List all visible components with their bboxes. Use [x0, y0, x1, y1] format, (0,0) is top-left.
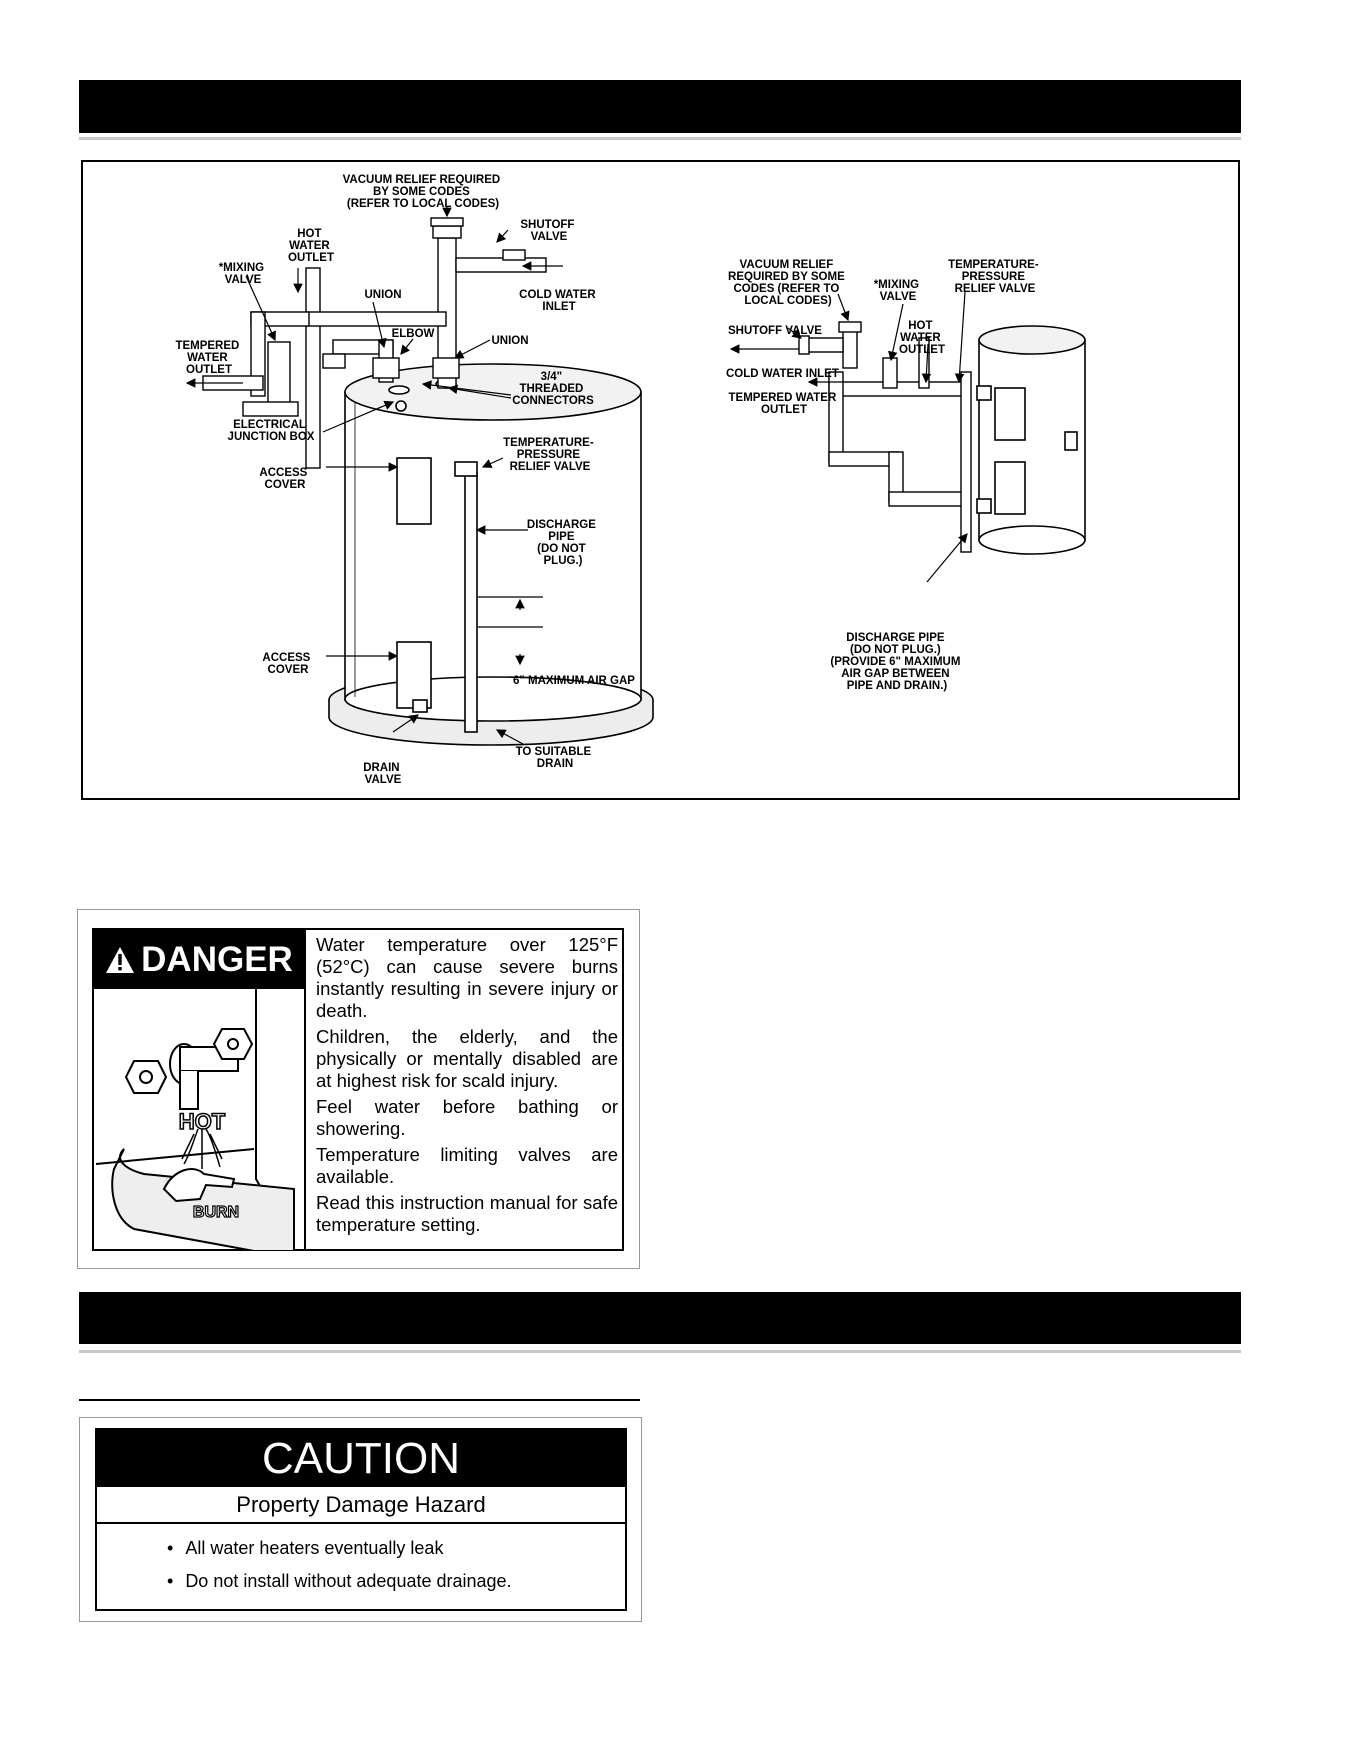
label-discharge-pipe-right: DISCHARGE PIPE (DO NOT PLUG.) (PROVIDE 6… — [830, 632, 963, 692]
danger-divider — [304, 930, 306, 1249]
right-plumbing — [798, 321, 972, 553]
label-shutoff-valve-left: SHUTOFF VALVE — [520, 219, 577, 243]
label-hot-water-outlet-right: HOT WATER OUTLET — [899, 320, 945, 356]
label-union-top: UNION — [364, 289, 401, 301]
installation-diagram: VACUUM RELIEF REQUIRED BY SOME CODES (RE… — [81, 160, 1240, 800]
drain-valve-body — [412, 699, 428, 713]
label-access-cover-lower: ACCESS COVER — [262, 652, 313, 676]
caution-label: CAUTION Property Damage Hazard All water… — [79, 1417, 642, 1622]
label-discharge-pipe-left: DISCHARGE PIPE (DO NOT PLUG.) — [527, 519, 599, 567]
label-drain-valve: DRAIN VALVE — [363, 762, 403, 786]
caution-subheading: Property Damage Hazard — [97, 1487, 625, 1524]
diagram-labels: VACUUM RELIEF REQUIRED BY SOME CODES (RE… — [175, 174, 1042, 786]
section-rule-top — [79, 137, 1241, 140]
access-cover-lower — [396, 641, 432, 709]
label-to-suitable-drain: TO SUITABLE DRAIN — [516, 746, 595, 770]
scald-illustration: HOT BURN — [94, 989, 304, 1252]
label-shutoff-valve-right: SHUTOFF VALVE — [728, 325, 822, 337]
danger-label-inner: DANGER HOT B — [92, 928, 624, 1252]
warning-triangle-icon — [106, 946, 135, 973]
label-tpr-valve-right: TEMPERATURE- PRESSURE RELIEF VALVE — [948, 259, 1042, 295]
label-tempered-water-outlet-right: TEMPERED WATER OUTLET — [729, 392, 840, 416]
label-max-air-gap: 6" MAXIMUM AIR GAP — [513, 675, 635, 687]
label-hot-water-outlet-left: HOT WATER OUTLET — [288, 228, 334, 264]
caution-label-inner: CAUTION Property Damage Hazard All water… — [95, 1428, 627, 1611]
danger-paragraph: Feel water before bathing or showering. — [316, 1096, 618, 1139]
left-water-heater — [328, 363, 654, 746]
danger-paragraph: Read this instruction manual for safe te… — [316, 1192, 618, 1235]
label-tpr-valve-left: TEMPERATURE- PRESSURE RELIEF VALVE — [503, 437, 597, 473]
danger-header: DANGER — [94, 930, 304, 989]
label-elbow: ELBOW — [392, 328, 435, 340]
caution-top-rule — [79, 1399, 640, 1401]
section-header-bar-middle — [79, 1292, 1241, 1344]
section-header-bar-top — [79, 80, 1241, 133]
installation-diagram-svg — [185, 206, 1086, 746]
label-mixing-valve-left: *MIXING VALVE — [219, 262, 268, 286]
label-access-cover-upper: ACCESS COVER — [259, 467, 310, 491]
access-cover-upper — [396, 457, 432, 525]
illus-hot-text: HOT — [179, 1109, 226, 1134]
caution-heading: CAUTION — [97, 1430, 625, 1487]
illus-burn-text: BURN — [193, 1204, 239, 1221]
danger-paragraph: Temperature limiting valves are availabl… — [316, 1144, 618, 1187]
section-rule-middle — [79, 1350, 1241, 1353]
label-cold-water-inlet-left: COLD WATER INLET — [519, 289, 599, 313]
scald-hand-faucet-icon: HOT BURN — [95, 989, 295, 1252]
danger-paragraph: Water temperature over 125°F (52°C) can … — [316, 934, 618, 1021]
left-plumbing — [202, 217, 547, 469]
label-threaded-connectors: 3/4" THREADED CONNECTORS — [512, 371, 594, 407]
danger-label: DANGER HOT B — [77, 909, 640, 1269]
caution-item: All water heaters eventually leak — [167, 1538, 512, 1559]
caution-item: Do not install without adequate drainage… — [167, 1571, 511, 1592]
danger-paragraph: Children, the elderly, and the physicall… — [316, 1026, 618, 1091]
caution-list: All water heaters eventually leak Do not… — [167, 1538, 512, 1604]
label-vacuum-relief-right: VACUUM RELIEF REQUIRED BY SOME CODES (RE… — [728, 259, 848, 307]
tpr-valve-left — [454, 461, 478, 477]
label-mixing-valve-right: *MIXING VALVE — [874, 279, 923, 303]
label-electrical-junction-box: ELECTRICAL JUNCTION BOX — [228, 419, 315, 443]
danger-heading: DANGER — [141, 939, 293, 979]
label-tempered-water-outlet-left: TEMPERED WATER OUTLET — [175, 340, 242, 376]
right-water-heater — [976, 325, 1086, 555]
label-vacuum-relief-left: VACUUM RELIEF REQUIRED BY SOME CODES (RE… — [343, 174, 504, 210]
label-cold-water-inlet-right: COLD WATER INLET — [726, 368, 839, 380]
label-union-right: UNION — [491, 335, 528, 347]
danger-message: Water temperature over 125°F (52°C) can … — [316, 934, 618, 1240]
